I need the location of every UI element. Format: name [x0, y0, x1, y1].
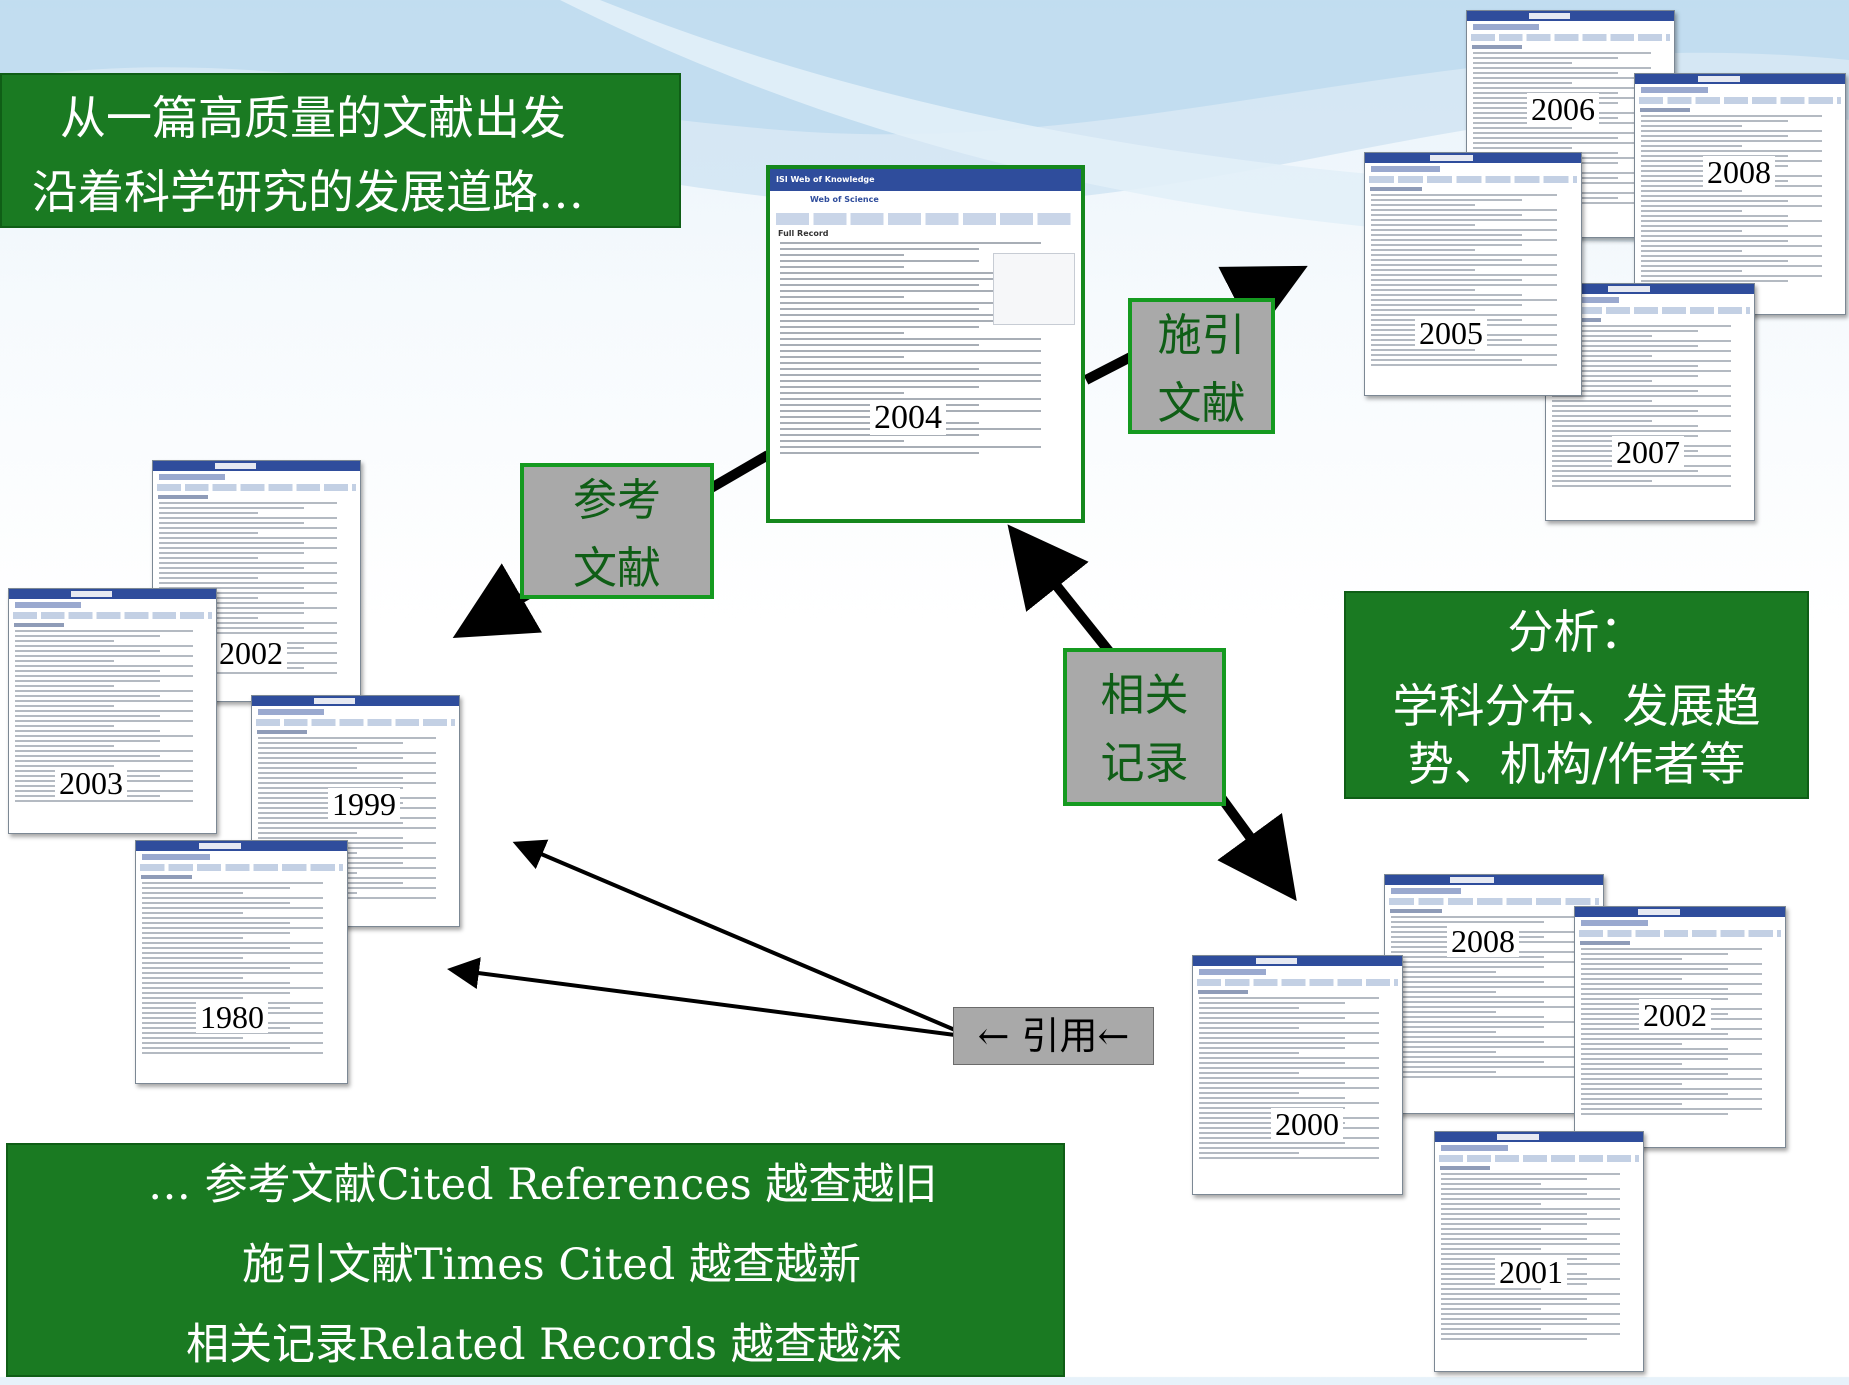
year-label: 2007 [1612, 436, 1684, 468]
summary-box: … 参考文献Cited References 越查越旧 施引文献Times Ci… [6, 1143, 1065, 1377]
analysis-box: 分析： 学科分布、发展趋 势、机构/作者等 [1344, 591, 1809, 799]
citing-label: 施引 文献 [1128, 298, 1275, 434]
arrow-cited-by-1 [512, 839, 956, 1032]
center-record-screenshot[interactable]: ISI Web of Knowledge Web of Science Full… [766, 165, 1085, 523]
references-label-line-2: 文献 [573, 543, 661, 594]
analysis-line-1: 学科分布、发展趋 [1392, 679, 1761, 733]
year-label: 2001 [1495, 1256, 1567, 1288]
record-thumbnail[interactable]: 2002 [1574, 906, 1786, 1148]
record-thumbnail[interactable]: 2005 [1364, 152, 1582, 396]
citing-label-line-2: 文献 [1157, 378, 1246, 429]
year-label: 2000 [1271, 1108, 1343, 1140]
center-record-toolbar [776, 213, 1075, 225]
year-label: 2006 [1527, 93, 1599, 125]
cited-by-label: ← 引用← [953, 1007, 1154, 1065]
intro-line-1: 从一篇高质量的文献出发 [60, 91, 566, 145]
year-label: 1999 [328, 788, 400, 820]
record-thumbnail[interactable]: 1980 [135, 840, 348, 1084]
year-label: 2003 [55, 767, 127, 799]
year-label: 2002 [215, 637, 287, 669]
arrow-cited-by-2 [447, 957, 956, 1037]
related-label: 相关 记录 [1063, 648, 1226, 806]
record-thumbnail[interactable]: 2008 [1634, 73, 1846, 315]
center-record-year: 2004 [870, 401, 946, 435]
center-record-header: ISI Web of Knowledge [770, 169, 1081, 191]
references-label: 参考 文献 [520, 463, 714, 599]
center-record-sidebar [993, 253, 1075, 325]
citing-label-line-1: 施引 [1157, 310, 1246, 361]
intro-line-2: 沿着科学研究的发展道路… [32, 165, 584, 219]
related-label-line-2: 记录 [1100, 738, 1189, 789]
summary-line-3: 相关记录Related Records 越查越深 [186, 1320, 903, 1370]
center-record-product: Web of Science [810, 195, 879, 204]
analysis-title: 分析： [1507, 605, 1646, 659]
intro-box: 从一篇高质量的文献出发 沿着科学研究的发展道路… [0, 73, 681, 228]
year-label: 2008 [1703, 156, 1775, 188]
record-thumbnail[interactable]: 2008 [1384, 874, 1604, 1114]
summary-line-1: … 参考文献Cited References 越查越旧 [148, 1160, 938, 1210]
record-thumbnail[interactable]: 2003 [8, 588, 217, 834]
year-label: 1980 [196, 1001, 268, 1033]
year-label: 2005 [1415, 317, 1487, 349]
related-label-line-1: 相关 [1100, 670, 1189, 721]
year-label: 2008 [1447, 925, 1519, 957]
cited-by-label-text: ← 引用← [977, 1014, 1130, 1058]
record-thumbnail[interactable]: 2000 [1192, 955, 1403, 1195]
summary-line-2: 施引文献Times Cited 越查越新 [242, 1240, 861, 1290]
year-label: 2002 [1639, 999, 1711, 1031]
record-thumbnail[interactable]: 2001 [1434, 1131, 1644, 1372]
analysis-line-2: 势、机构/作者等 [1407, 737, 1746, 791]
references-label-line-1: 参考 [573, 475, 661, 526]
center-record-section: Full Record [778, 229, 829, 238]
